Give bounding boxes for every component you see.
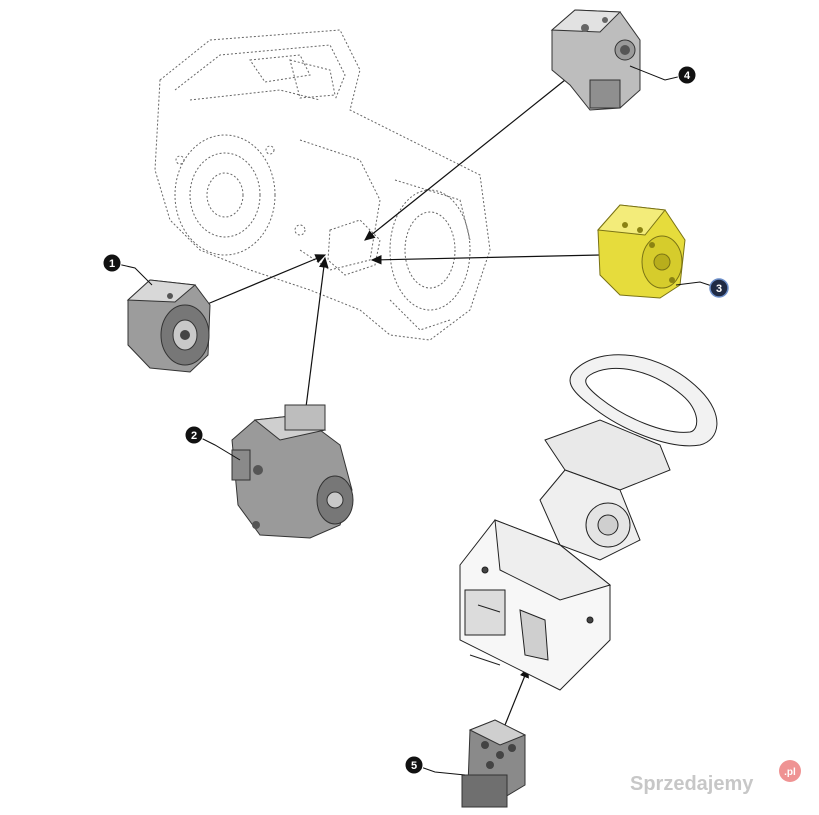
watermark-badge: .pl xyxy=(784,767,796,778)
callout-3: 3 xyxy=(709,278,729,298)
part-4-gear-pump xyxy=(550,9,641,111)
leader-line-1 xyxy=(204,254,327,306)
part-1-gear-pump xyxy=(126,279,211,373)
watermark-text: Sprzedajemy xyxy=(630,773,754,795)
part-5-steering-unit xyxy=(461,719,527,808)
leader-lines xyxy=(204,79,601,726)
callout-5-label: 5 xyxy=(411,760,417,772)
callout-5: 5 xyxy=(404,755,424,775)
callout-1: 1 xyxy=(102,253,122,273)
callout-1-label: 1 xyxy=(109,258,115,270)
leader-line-4 xyxy=(364,79,566,241)
watermark: Sprzedajemy .pl xyxy=(630,760,801,795)
part-2-axial-piston-pump xyxy=(231,404,354,539)
steering-wheel xyxy=(569,354,718,447)
callout-3-label: 3 xyxy=(716,283,722,295)
leader-line-5 xyxy=(504,666,529,726)
leader-line-3 xyxy=(370,254,601,265)
transmission-housing-phantom xyxy=(154,29,491,341)
callout-2-label: 2 xyxy=(191,430,197,442)
callout-4: 4 xyxy=(677,65,697,85)
part-3-gear-pump-highlighted xyxy=(596,204,686,299)
leader-line-2 xyxy=(304,256,329,416)
callout-2: 2 xyxy=(184,425,204,445)
callout-4-label: 4 xyxy=(684,70,691,82)
steering-column-assembly xyxy=(459,354,718,691)
